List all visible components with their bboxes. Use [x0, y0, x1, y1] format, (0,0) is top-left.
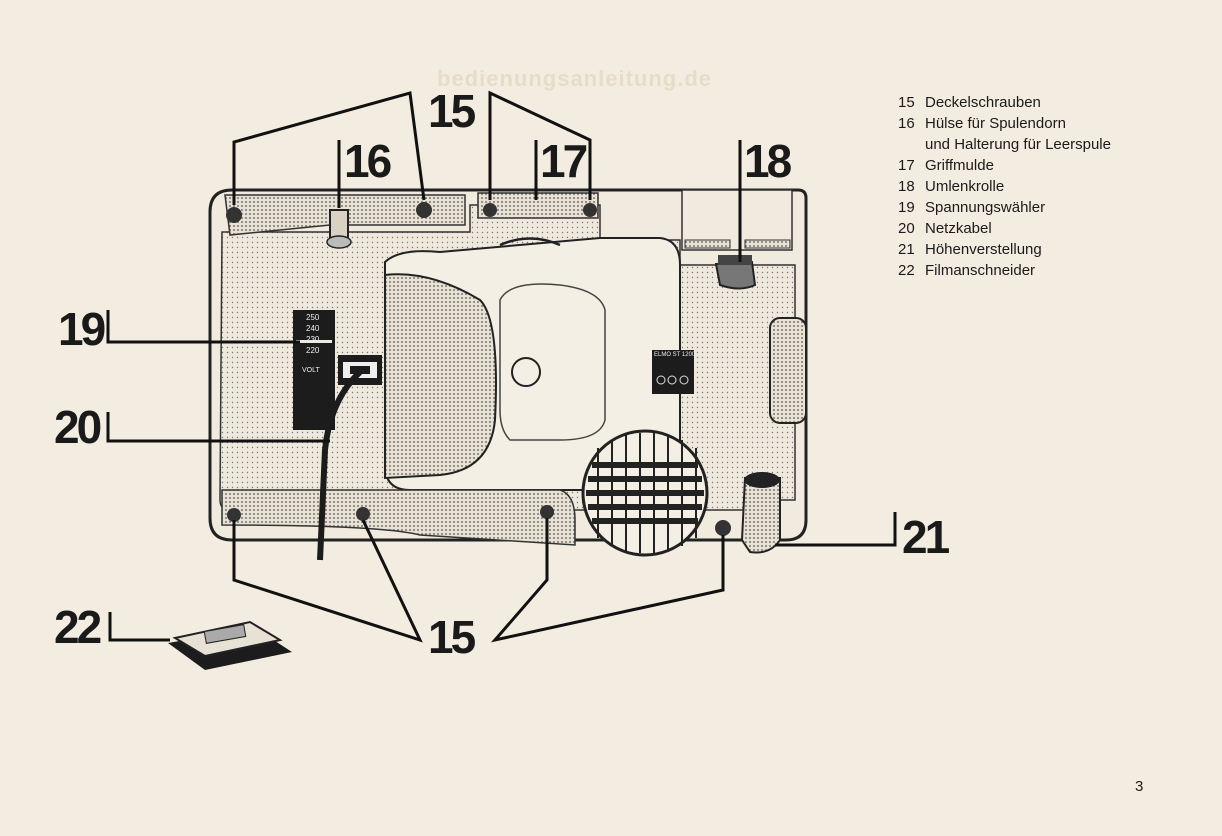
legend-number: 21	[898, 241, 915, 258]
legend-item-20: 20 Netzkabel	[898, 218, 1111, 239]
parts-legend: 15 Deckelschrauben 16 Hülse für Spulendorn…	[898, 92, 1111, 281]
voltage-220: 220	[306, 346, 320, 355]
cover-screw	[226, 207, 242, 223]
rating-plate	[652, 350, 694, 394]
legend-text: Höhenverstellung	[925, 241, 1042, 258]
cover-screw	[583, 203, 597, 217]
legend-number: 19	[898, 199, 915, 216]
voltage-240: 240	[306, 324, 320, 333]
callout-17: 17	[540, 135, 588, 187]
cover-screw	[540, 505, 554, 519]
legend-number: 15	[898, 94, 915, 111]
legend-number: 20	[898, 220, 915, 237]
cover-screw	[227, 508, 241, 522]
voltage-250: 250	[306, 313, 320, 322]
bottom-channel	[221, 489, 576, 546]
watermark: bedienungsanleitung.de	[437, 66, 713, 91]
callout-21: 21	[902, 511, 950, 563]
voltage-selector	[293, 310, 335, 430]
voltage-values: 250 240 230 220	[306, 312, 319, 356]
legend-text: Griffmulde	[925, 157, 994, 174]
handle-latch	[499, 237, 561, 247]
center-knob	[511, 357, 541, 387]
legend-text: Hülse für Spulendorn	[925, 115, 1066, 132]
vent-strip-left	[684, 239, 731, 249]
callout-16: 16	[344, 135, 392, 187]
vent-strip-right	[744, 239, 791, 249]
legend-number: 22	[898, 262, 915, 279]
leader-15-top-left	[232, 91, 426, 205]
legend-item-19: 19 Spannungswähler	[898, 197, 1111, 218]
cover-screw	[715, 520, 731, 536]
callout-15-bottom: 15	[428, 611, 476, 663]
legend-text: und Halterung für Leerspule	[925, 136, 1111, 153]
callout-20: 20	[54, 401, 102, 453]
legend-number: 16	[898, 115, 915, 132]
legend-text: Deckelschrauben	[925, 94, 1041, 111]
side-handle	[769, 317, 807, 424]
leader-15-top-right	[488, 90, 592, 200]
legend-text: Umlenkrolle	[925, 178, 1005, 195]
power-cable	[317, 369, 363, 561]
leader-15-bottom-left	[232, 519, 423, 643]
height-adjuster	[740, 477, 781, 554]
callout-22: 22	[54, 601, 102, 653]
leader-20	[106, 412, 330, 443]
legend-item-18: 18 Umlenkrolle	[898, 176, 1111, 197]
legend-item-17: 17 Griffmulde	[898, 155, 1111, 176]
callout-15-top: 15	[428, 85, 476, 137]
leader-15-bottom-right	[490, 518, 725, 643]
deflection-roller	[714, 260, 757, 290]
leader-19	[106, 310, 300, 344]
leader-21	[775, 512, 897, 547]
speaker-grille	[581, 429, 709, 557]
legend-item-16-cont: und Halterung für Leerspule	[898, 134, 1111, 155]
lens-cover	[384, 273, 497, 480]
legend-text: Netzkabel	[925, 220, 992, 237]
cover-screw	[416, 202, 432, 218]
legend-item-15: 15 Deckelschrauben	[898, 92, 1111, 113]
page-number: 3	[1135, 778, 1144, 795]
callout-19: 19	[58, 303, 106, 355]
film-cutter	[168, 620, 292, 670]
legend-number: 17	[898, 157, 915, 174]
rating-plate-text: ELMO ST 1200	[654, 352, 696, 358]
legend-text: Spannungswähler	[925, 199, 1046, 216]
cover-screw	[356, 507, 370, 521]
legend-item-21: 21 Höhenverstellung	[898, 239, 1111, 260]
leader-22	[108, 612, 170, 642]
voltage-230: 230	[306, 335, 320, 344]
callout-18: 18	[744, 135, 792, 187]
cover-screw	[483, 203, 497, 217]
voltage-unit: VOLT	[302, 367, 320, 374]
handle-recess	[477, 192, 599, 219]
legend-item-16: 16 Hülse für Spulendorn	[898, 113, 1111, 134]
legend-item-22: 22 Filmanschneider	[898, 260, 1111, 281]
legend-text: Filmanschneider	[925, 262, 1036, 279]
legend-number: 18	[898, 178, 915, 195]
